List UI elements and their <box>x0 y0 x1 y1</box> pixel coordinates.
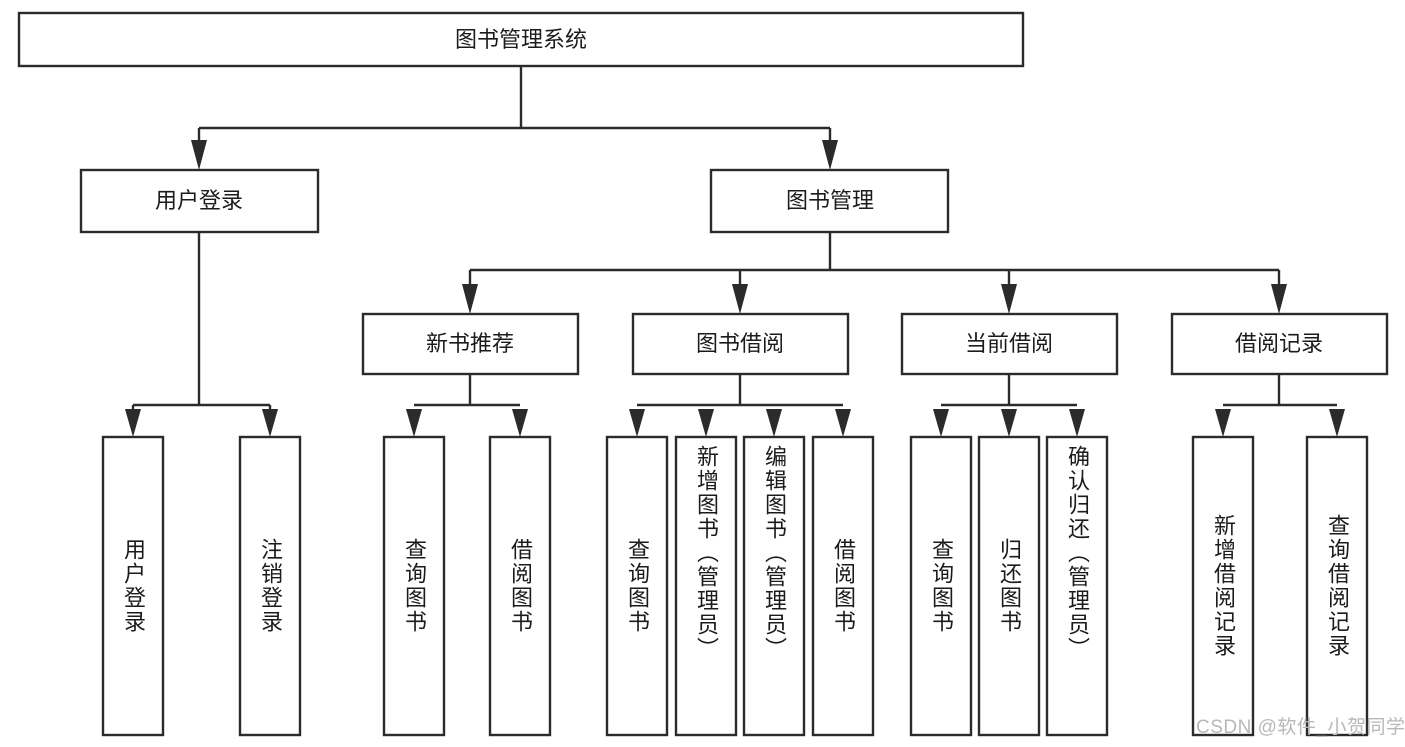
connectors-borrowrecord-to-leaves <box>1215 374 1345 437</box>
node-new-book-recommend-box[interactable] <box>361 312 580 376</box>
connectors-userlogin-to-leaves <box>125 232 278 437</box>
leaf-box-add-record[interactable] <box>1191 435 1255 737</box>
node-book-borrow[interactable]: 图书借阅 <box>631 312 850 376</box>
node-user-login[interactable]: 用户登录 <box>79 168 320 234</box>
node-new-book-recommend[interactable]: 新书推荐 <box>361 312 580 376</box>
node-book-borrow-box[interactable] <box>631 312 850 376</box>
arrow-leaf-edit-book <box>766 409 782 437</box>
arrow-to-book-manage <box>822 140 838 170</box>
arrow-leaf-query-book-2 <box>629 409 645 437</box>
node-book-manage-box[interactable] <box>709 168 950 234</box>
node-borrow-record-box[interactable] <box>1170 312 1389 376</box>
connectors-bookmanage-to-level3 <box>462 232 1287 314</box>
node-current-borrow-box[interactable] <box>900 312 1119 376</box>
node-current-borrow[interactable]: 当前借阅 <box>900 312 1119 376</box>
connectors-root-to-level2 <box>191 66 838 170</box>
arrow-to-currentborrow <box>1001 284 1017 314</box>
arrow-leaf-borrow-book-2 <box>835 409 851 437</box>
leaf-box-user-login[interactable] <box>101 435 165 737</box>
node-root-label: 图书管理系统 <box>455 27 587 52</box>
leaf-box-query-record[interactable] <box>1305 435 1369 737</box>
node-book-manage-label: 图书管理 <box>786 188 874 213</box>
arrow-to-borrowrecord <box>1271 284 1287 314</box>
node-user-login-label: 用户登录 <box>155 188 243 213</box>
leaf-box-user-logout[interactable] <box>238 435 302 737</box>
connectors-newbook-to-leaves <box>406 374 528 437</box>
leaf-box-query-book-3[interactable] <box>909 435 973 737</box>
leaf-box-query-book-1[interactable] <box>382 435 446 737</box>
arrow-leaf-query-book-1 <box>406 409 422 437</box>
leaf-box-borrow-book-1[interactable] <box>488 435 552 737</box>
node-new-book-recommend-label: 新书推荐 <box>426 331 514 356</box>
node-current-borrow-label: 当前借阅 <box>965 331 1053 356</box>
arrow-leaf-user-login <box>125 409 141 437</box>
arrow-leaf-borrow-book-1 <box>512 409 528 437</box>
arrow-leaf-query-record <box>1329 409 1345 437</box>
node-borrow-record[interactable]: 借阅记录 <box>1170 312 1389 376</box>
arrow-to-newbook <box>462 284 478 314</box>
node-book-borrow-label: 图书借阅 <box>696 331 784 356</box>
connectors-bookborrow-to-leaves <box>629 374 851 437</box>
arrow-leaf-query-book-3 <box>933 409 949 437</box>
arrow-to-user-login <box>191 140 207 170</box>
node-user-login-box[interactable] <box>79 168 320 234</box>
leaf-box-add-book[interactable] <box>674 435 738 737</box>
node-borrow-record-label: 借阅记录 <box>1235 331 1323 356</box>
arrow-to-bookborrow <box>732 284 748 314</box>
node-book-manage[interactable]: 图书管理 <box>709 168 950 234</box>
leaf-box-confirm-return[interactable] <box>1045 435 1109 737</box>
leaf-box-return-book[interactable] <box>977 435 1041 737</box>
node-root-box[interactable] <box>17 11 1025 68</box>
node-root[interactable]: 图书管理系统 <box>17 11 1025 68</box>
arrow-leaf-add-book <box>698 409 714 437</box>
leaf-box-borrow-book-2[interactable] <box>811 435 875 737</box>
arrow-leaf-user-logout <box>262 409 278 437</box>
arrow-leaf-return-book <box>1001 409 1017 437</box>
arrow-leaf-confirm-return <box>1069 409 1085 437</box>
leaf-box-query-book-2[interactable] <box>605 435 669 737</box>
arrow-leaf-add-record <box>1215 409 1231 437</box>
leaf-boxes <box>101 435 1369 737</box>
connectors-currentborrow-to-leaves <box>933 374 1085 437</box>
leaf-box-edit-book[interactable] <box>742 435 806 737</box>
